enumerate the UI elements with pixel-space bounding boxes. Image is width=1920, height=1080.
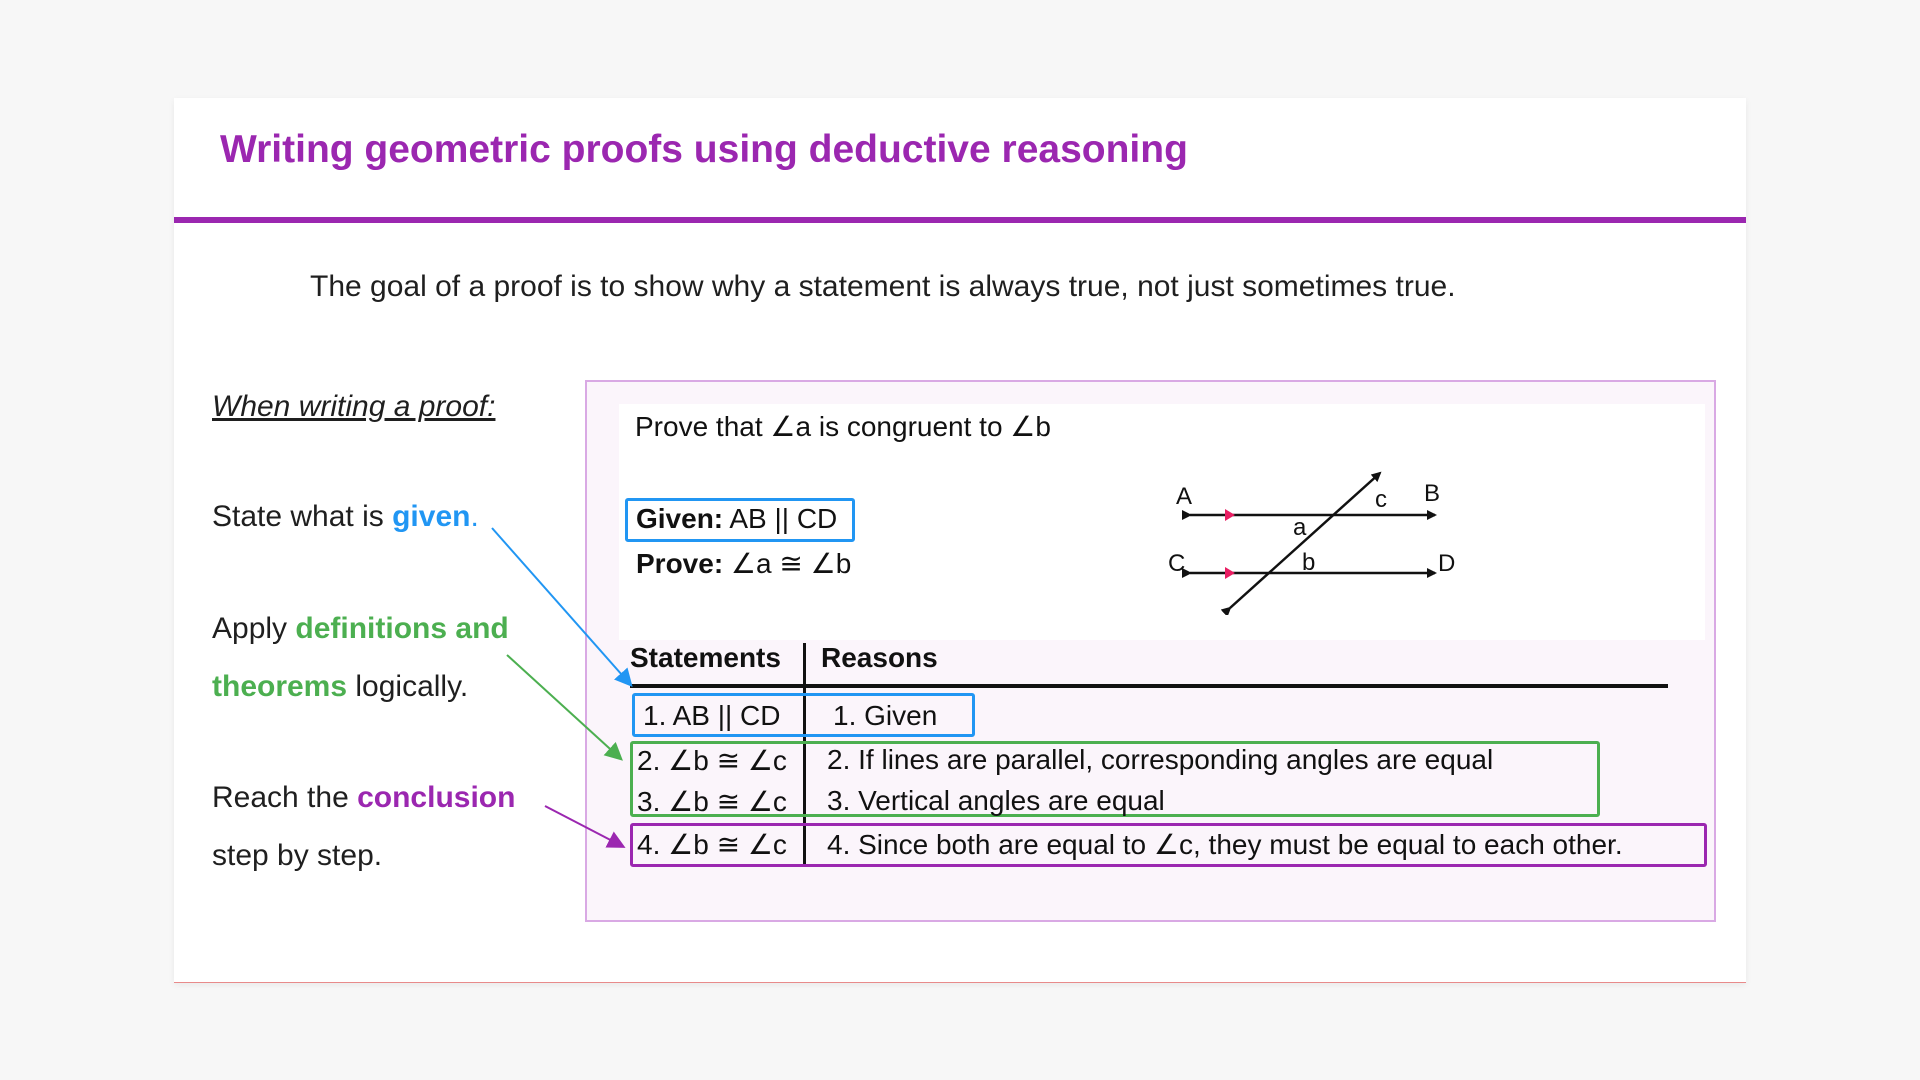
label-a: a <box>1293 514 1307 541</box>
row-3-reason: 3. Vertical angles are equal <box>827 785 1165 816</box>
table-header-rule <box>630 684 1668 688</box>
column-header-statements: Statements <box>630 642 781 673</box>
column-header-reasons: Reasons <box>821 642 938 673</box>
parallel-lines-diagram: A B C D c a b <box>1160 465 1460 618</box>
parallel-tick-bottom <box>1225 567 1235 579</box>
intro-text: The goal of a proof is to show why a sta… <box>310 270 1456 303</box>
prove-line: Prove: ∠a ≅ ∠b <box>636 547 851 580</box>
prove-value: ∠a ≅ ∠b <box>723 548 852 579</box>
parallel-lines-svg: A B C D c a b <box>1168 471 1455 618</box>
label-C: C <box>1168 550 1185 577</box>
row-conclusion-highlight <box>630 823 1707 867</box>
step-apply-highlight-2: theorems <box>212 670 348 703</box>
slide: Writing geometric proofs using deductive… <box>174 98 1746 983</box>
label-D: D <box>1438 550 1455 577</box>
step-given-suffix: . <box>470 500 479 533</box>
step-conclusion-line1: Reach the conclusion <box>212 781 515 815</box>
row-1-statement: 1. AB || CD <box>643 700 781 731</box>
row-4-statement: 4. ∠b ≅ ∠c <box>637 829 787 860</box>
step-given-prefix: State what is <box>212 500 393 533</box>
proof-example-panel: Prove that ∠a is congruent to ∠b <box>585 380 1716 922</box>
step-apply-suffix: logically. <box>347 670 469 703</box>
prove-label: Prove: <box>636 548 724 579</box>
label-B: B <box>1424 480 1440 507</box>
step-apply-prefix: Apply <box>212 612 296 645</box>
transversal-line <box>1220 471 1382 618</box>
given-line: Given: AB || CD <box>636 503 837 535</box>
step-given-highlight: given <box>392 500 471 533</box>
given-highlight-box <box>625 498 855 542</box>
label-c: c <box>1375 486 1387 513</box>
step-apply-line2: theorems logically. <box>212 670 468 704</box>
step-conclusion-line2: step by step. <box>212 839 383 872</box>
row-4-reason: 4. Since both are equal to ∠c, they must… <box>827 829 1623 860</box>
row-2-statement: 2. ∠b ≅ ∠c <box>637 745 787 776</box>
row-given-highlight <box>632 693 975 737</box>
step-apply-highlight-1: definitions and <box>295 612 509 645</box>
label-b: b <box>1302 549 1315 576</box>
parallel-tick-top <box>1225 509 1235 521</box>
given-value: AB || CD <box>723 503 838 534</box>
row-3-statement: 3. ∠b ≅ ∠c <box>637 786 787 817</box>
step-given: State what is given. <box>212 500 479 534</box>
row-1-reason: 1. Given <box>833 700 938 731</box>
given-label: Given: <box>636 503 724 534</box>
label-A: A <box>1176 483 1192 510</box>
step-apply-line1: Apply definitions and <box>212 612 509 646</box>
title-underline <box>174 217 1746 223</box>
problem-card: Prove that ∠a is congruent to ∠b <box>619 404 1705 640</box>
table-column-rule <box>803 643 806 865</box>
step-conclusion-highlight: conclusion <box>357 781 516 814</box>
problem-statement: Prove that ∠a is congruent to ∠b <box>635 411 1051 442</box>
row-theorems-highlight <box>630 741 1600 817</box>
row-2-reason: 2. If lines are parallel, corresponding … <box>827 744 1494 775</box>
step-conclusion-prefix: Reach the <box>212 781 358 814</box>
proof-steps-heading: When writing a proof: <box>212 390 496 423</box>
page-title: Writing geometric proofs using deductive… <box>220 128 1188 171</box>
